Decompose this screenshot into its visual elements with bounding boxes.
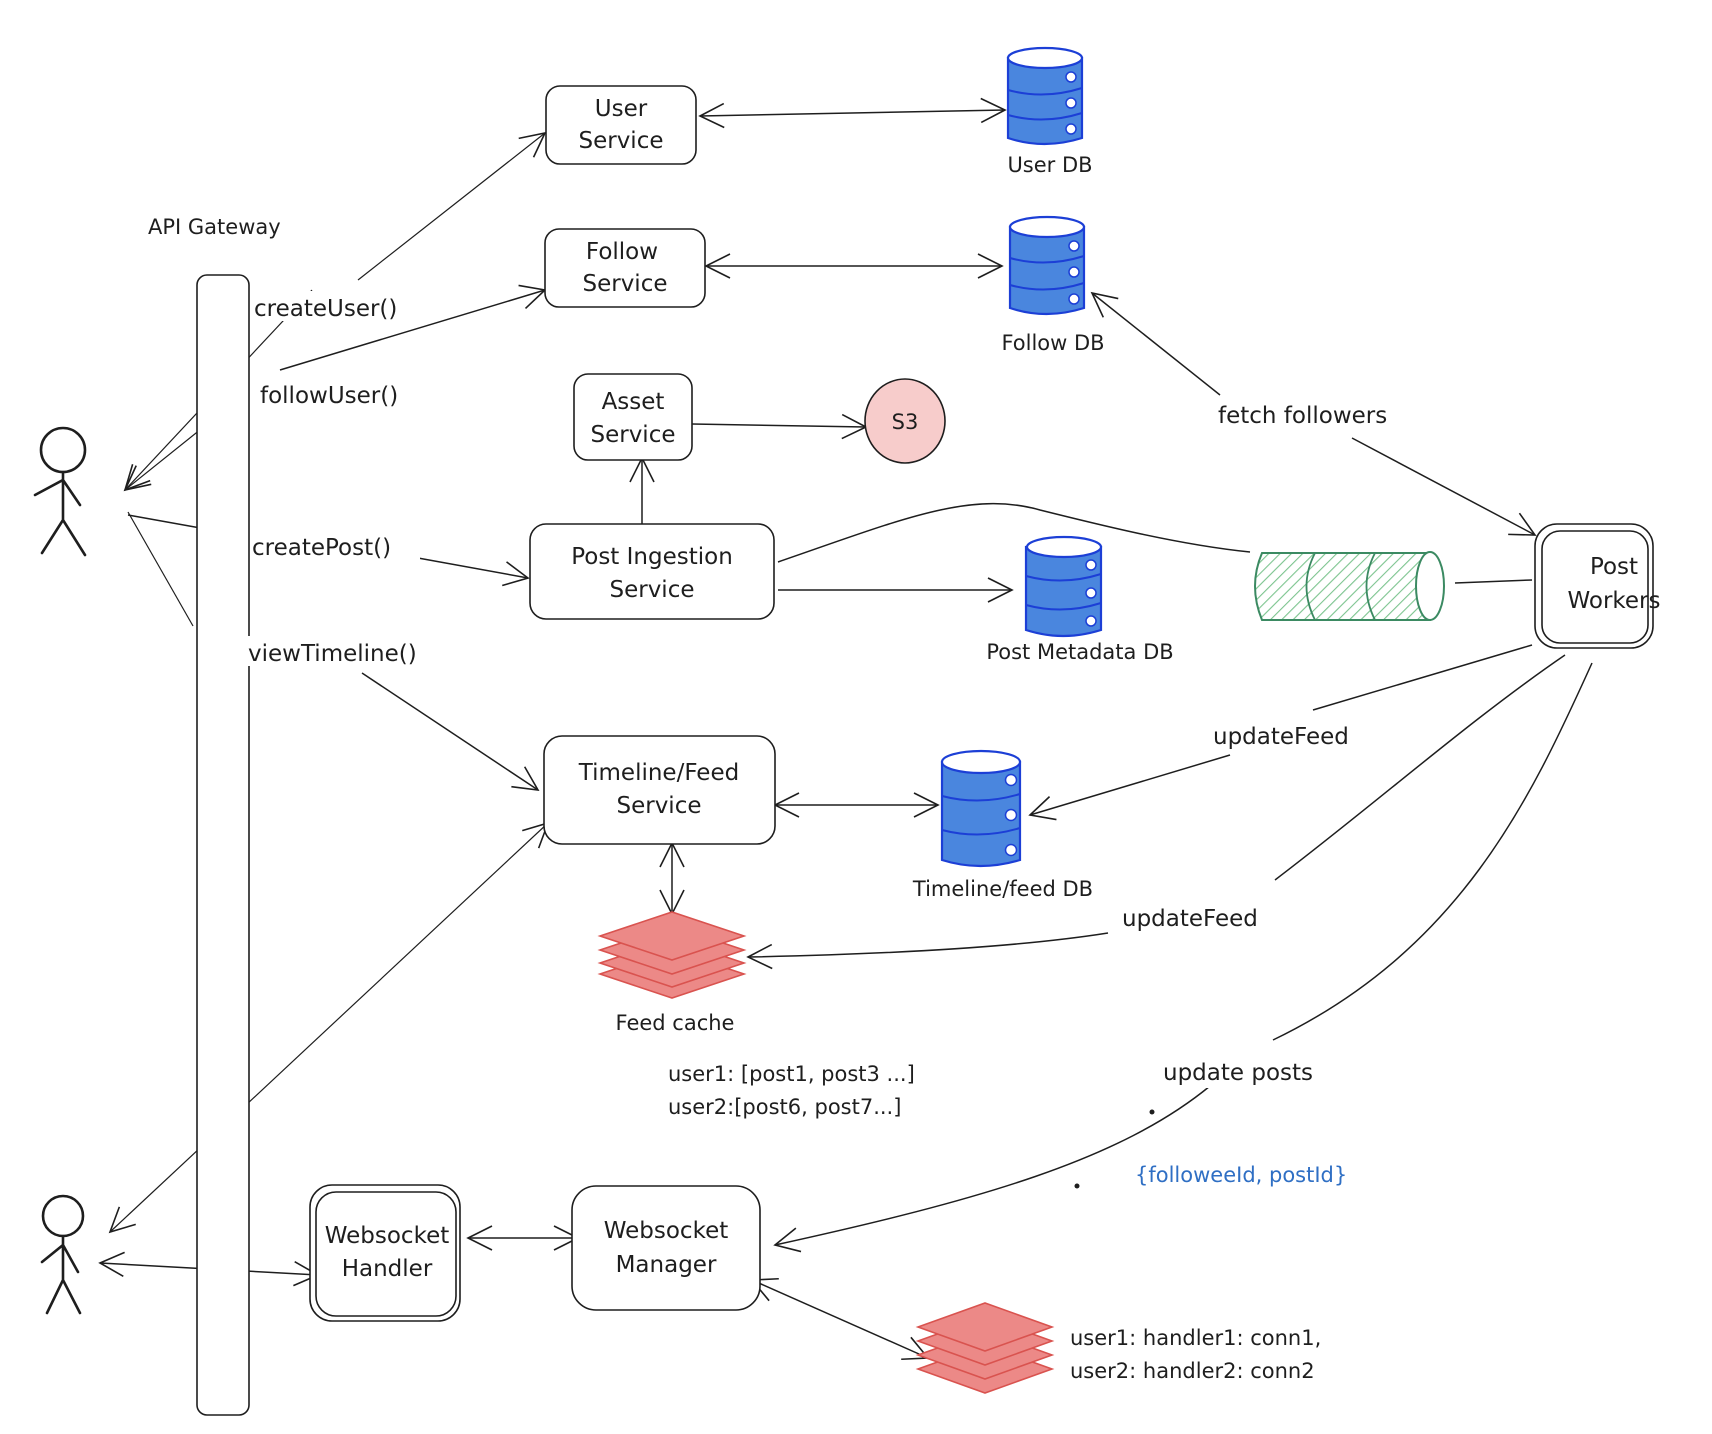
- cache-stack-icon: [597, 911, 747, 999]
- api-gateway-bar[interactable]: [196, 274, 250, 1416]
- websocket-handler[interactable]: Websocket Handler: [309, 1184, 461, 1322]
- follow-service[interactable]: Follow Service: [544, 228, 706, 308]
- user-service-label: User: [595, 96, 648, 122]
- feed-cache-example-line: user2:[post6, post7...]: [668, 1095, 901, 1119]
- label-update-feed-cache: updateFeed: [1122, 906, 1258, 932]
- actor-top[interactable]: [33, 426, 87, 557]
- edge-update-feed-db: [1312, 644, 1533, 711]
- follow-service-label: Service: [582, 271, 667, 297]
- post-ingestion-label: Post Ingestion: [571, 544, 733, 570]
- database-icon: [1024, 535, 1103, 638]
- database-icon: [940, 749, 1022, 868]
- edge-labels: createUser() followUser() createPost() v…: [248, 291, 1415, 1189]
- database-icon: [1006, 46, 1084, 146]
- user-service[interactable]: User Service: [545, 85, 697, 165]
- ws-cache-example-line: user2: handler2: conn2: [1070, 1359, 1315, 1383]
- edge-fetch-followers: [1090, 291, 1221, 396]
- edge-update-feed-cache-2: [746, 932, 1109, 970]
- websocket-connection-cache[interactable]: user1: handler1: conn1, user2: handler2:…: [915, 1302, 1321, 1394]
- edge-update-posts-2: [773, 1085, 1211, 1253]
- follow-db[interactable]: Follow DB: [1001, 215, 1105, 355]
- dot-marker: [1074, 1183, 1080, 1189]
- actor-body-icon: [40, 1234, 82, 1315]
- api-gateway[interactable]: API Gateway: [148, 215, 281, 1416]
- label-follow-user: followUser(): [260, 383, 398, 409]
- actor-head-icon: [41, 1194, 85, 1238]
- asset-service-label: Asset: [602, 389, 665, 415]
- s3-label: S3: [892, 410, 919, 434]
- post-workers[interactable]: Post Workers: [1534, 523, 1661, 649]
- edge-fetch-followers-2: [1351, 437, 1537, 536]
- label-update-feed-db: updateFeed: [1213, 724, 1349, 750]
- feed-cache[interactable]: Feed cache: [597, 911, 747, 1035]
- s3-icon: [864, 378, 946, 464]
- timeline-service-label: Timeline/Feed: [578, 760, 739, 786]
- message-queue[interactable]: [1254, 551, 1445, 621]
- api-gateway-label: API Gateway: [148, 215, 281, 239]
- feed-cache-example: user1: [post1, post3 ...] user2:[post6, …: [668, 1062, 915, 1119]
- update-payload-note: {followeeId, postId}: [1135, 1163, 1347, 1187]
- websocket-manager-label: Websocket: [604, 1218, 729, 1244]
- feed-cache-label: Feed cache: [616, 1011, 735, 1035]
- label-update-posts: update posts: [1163, 1060, 1313, 1086]
- websocket-manager-label: Manager: [616, 1252, 717, 1278]
- edge-update-feed-cache: [1274, 654, 1566, 881]
- actor-bottom[interactable]: [40, 1194, 85, 1315]
- label-create-user: createUser(): [254, 296, 397, 322]
- edge-follow-user-2: [279, 284, 547, 371]
- s3-storage[interactable]: S3: [864, 378, 946, 464]
- edge-view-timeline: [127, 511, 194, 627]
- timeline-feed-db[interactable]: Timeline/feed DB: [912, 749, 1093, 901]
- edge-create-post-2: [417, 557, 530, 587]
- cache-stack-icon: [915, 1302, 1055, 1394]
- post-metadata-db-label: Post Metadata DB: [986, 640, 1173, 664]
- edge-queue-workers: [1454, 579, 1533, 584]
- edge-user-db: [698, 97, 1007, 129]
- asset-service[interactable]: Asset Service: [573, 373, 693, 461]
- edge-update-feed-db-2: [1028, 754, 1231, 821]
- follow-service-label: Follow: [586, 239, 658, 265]
- queue-icon: [1254, 551, 1445, 621]
- timeline-service-label: Service: [616, 793, 701, 819]
- post-workers-label: Workers: [1567, 588, 1660, 614]
- websocket-manager[interactable]: Websocket Manager: [571, 1185, 761, 1311]
- edge-ws-cache: [750, 1277, 930, 1361]
- actor-body-icon: [33, 470, 87, 557]
- edge-asset-s3: [691, 413, 868, 440]
- post-ingestion-label: Service: [609, 577, 694, 603]
- dot-marker: [1149, 1109, 1155, 1115]
- user-db[interactable]: User DB: [1006, 46, 1093, 177]
- post-workers-label: Post: [1590, 554, 1638, 580]
- websocket-handler-label: Handler: [342, 1256, 433, 1282]
- edge-update-posts: [1272, 662, 1593, 1041]
- label-fetch-followers: fetch followers: [1218, 403, 1387, 429]
- edge-ingestion-queue: [777, 502, 1251, 563]
- feed-cache-example-line: user1: [post1, post3 ...]: [668, 1062, 915, 1086]
- timeline-db-label: Timeline/feed DB: [912, 877, 1093, 901]
- label-create-post: createPost(): [252, 535, 391, 561]
- websocket-handler-label: Websocket: [325, 1223, 450, 1249]
- post-metadata-db[interactable]: Post Metadata DB: [986, 535, 1174, 664]
- user-db-label: User DB: [1007, 153, 1092, 177]
- asset-service-label: Service: [590, 422, 675, 448]
- edge-view-timeline-2: [361, 672, 540, 791]
- database-icon: [1008, 215, 1086, 316]
- user-service-label: Service: [578, 128, 663, 154]
- edges: [98, 97, 1593, 1361]
- ws-cache-example-line: user1: handler1: conn1,: [1070, 1326, 1321, 1350]
- edge-timeline-actor: [108, 821, 550, 1234]
- follow-db-label: Follow DB: [1001, 331, 1104, 355]
- actor-head-icon: [39, 426, 87, 474]
- post-ingestion-service[interactable]: Post Ingestion Service: [529, 523, 775, 620]
- edge-create-user-2: [357, 131, 547, 281]
- label-view-timeline: viewTimeline(): [248, 641, 417, 667]
- timeline-feed-service[interactable]: Timeline/Feed Service: [543, 735, 776, 845]
